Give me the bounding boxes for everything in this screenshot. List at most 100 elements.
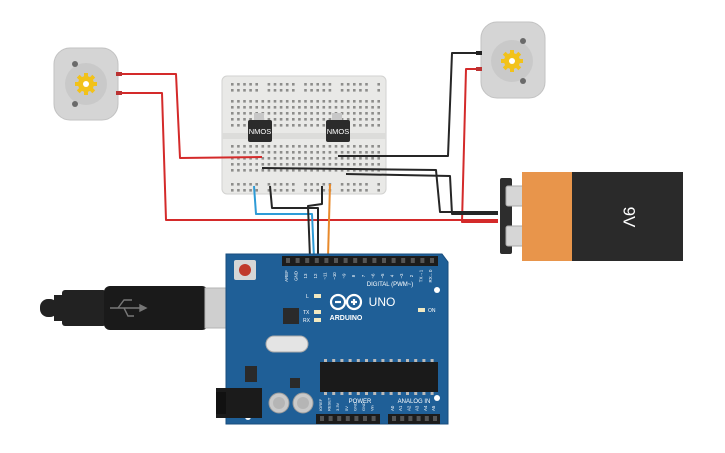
header-pin[interactable]: [295, 258, 300, 263]
breadboard-hole[interactable]: [231, 112, 234, 115]
breadboard-hole[interactable]: [279, 189, 283, 192]
breadboard-hole[interactable]: [249, 106, 252, 109]
breadboard-hole[interactable]: [298, 157, 301, 160]
breadboard-hole[interactable]: [377, 163, 380, 166]
battery-9v[interactable]: 9V: [500, 172, 683, 261]
breadboard-hole[interactable]: [328, 145, 332, 148]
breadboard-hole[interactable]: [316, 89, 319, 92]
breadboard-hole[interactable]: [298, 169, 301, 172]
breadboard-hole[interactable]: [322, 89, 326, 92]
breadboard-hole[interactable]: [340, 83, 344, 86]
breadboard-hole[interactable]: [243, 118, 246, 121]
breadboard-hole[interactable]: [255, 163, 258, 166]
breadboard-hole[interactable]: [285, 89, 289, 92]
header-pin[interactable]: [372, 258, 377, 263]
breadboard-hole[interactable]: [231, 118, 234, 121]
breadboard-hole[interactable]: [316, 169, 319, 172]
breadboard-hole[interactable]: [285, 124, 289, 127]
breadboard-hole[interactable]: [377, 118, 380, 121]
breadboard-hole[interactable]: [237, 163, 240, 166]
breadboard-hole[interactable]: [346, 183, 350, 186]
breadboard-hole[interactable]: [377, 183, 380, 186]
breadboard-hole[interactable]: [346, 157, 350, 160]
wire-black[interactable]: [269, 185, 319, 258]
breadboard-hole[interactable]: [328, 163, 332, 166]
breadboard-hole[interactable]: [292, 183, 295, 186]
breadboard-hole[interactable]: [346, 163, 350, 166]
breadboard-hole[interactable]: [353, 183, 356, 186]
breadboard-hole[interactable]: [243, 145, 246, 148]
breadboard-hole[interactable]: [322, 163, 326, 166]
breadboard-hole[interactable]: [267, 183, 271, 186]
breadboard-hole[interactable]: [304, 83, 307, 86]
breadboard-hole[interactable]: [292, 145, 295, 148]
breadboard-hole[interactable]: [249, 83, 252, 86]
breadboard-hole[interactable]: [267, 145, 271, 148]
breadboard-hole[interactable]: [267, 112, 271, 115]
breadboard-hole[interactable]: [334, 169, 338, 172]
breadboard-hole[interactable]: [298, 118, 301, 121]
breadboard-hole[interactable]: [310, 157, 313, 160]
breadboard-hole[interactable]: [365, 183, 368, 186]
breadboard-hole[interactable]: [304, 145, 307, 148]
breadboard-hole[interactable]: [267, 100, 271, 103]
breadboard-hole[interactable]: [237, 106, 240, 109]
breadboard-hole[interactable]: [249, 189, 252, 192]
header-pin[interactable]: [371, 416, 376, 421]
breadboard-hole[interactable]: [322, 151, 326, 154]
breadboard-hole[interactable]: [346, 106, 350, 109]
breadboard-hole[interactable]: [231, 163, 234, 166]
breadboard-hole[interactable]: [340, 163, 344, 166]
reset-button[interactable]: [234, 260, 256, 280]
breadboard-hole[interactable]: [346, 151, 350, 154]
breadboard-hole[interactable]: [340, 89, 344, 92]
breadboard-hole[interactable]: [231, 169, 234, 172]
breadboard-hole[interactable]: [292, 118, 295, 121]
header-pin[interactable]: [354, 416, 359, 421]
breadboard-hole[interactable]: [243, 183, 246, 186]
header-pin[interactable]: [363, 416, 367, 421]
breadboard-hole[interactable]: [328, 169, 332, 172]
breadboard-hole[interactable]: [304, 189, 307, 192]
breadboard-hole[interactable]: [365, 157, 368, 160]
header-pin[interactable]: [400, 416, 405, 421]
breadboard-hole[interactable]: [261, 106, 265, 109]
breadboard-hole[interactable]: [285, 151, 289, 154]
breadboard-hole[interactable]: [353, 145, 356, 148]
header-pin[interactable]: [433, 416, 437, 421]
header-pin[interactable]: [430, 258, 434, 263]
breadboard-hole[interactable]: [365, 112, 368, 115]
breadboard-hole[interactable]: [237, 157, 240, 160]
breadboard-hole[interactable]: [377, 106, 380, 109]
breadboard-hole[interactable]: [285, 83, 289, 86]
breadboard-hole[interactable]: [249, 145, 252, 148]
breadboard-hole[interactable]: [292, 163, 295, 166]
breadboard-hole[interactable]: [340, 100, 344, 103]
breadboard-hole[interactable]: [328, 83, 332, 86]
breadboard-hole[interactable]: [255, 89, 258, 92]
breadboard-hole[interactable]: [267, 151, 271, 154]
header-pin[interactable]: [324, 258, 329, 263]
breadboard-hole[interactable]: [310, 83, 313, 86]
breadboard-hole[interactable]: [279, 157, 283, 160]
breadboard-hole[interactable]: [285, 112, 289, 115]
breadboard-hole[interactable]: [322, 145, 326, 148]
breadboard-hole[interactable]: [279, 124, 283, 127]
breadboard-hole[interactable]: [292, 106, 295, 109]
breadboard-hole[interactable]: [322, 124, 326, 127]
breadboard-hole[interactable]: [346, 112, 350, 115]
breadboard-hole[interactable]: [359, 189, 362, 192]
breadboard-hole[interactable]: [279, 112, 283, 115]
breadboard-hole[interactable]: [292, 169, 295, 172]
breadboard-hole[interactable]: [285, 183, 289, 186]
breadboard-hole[interactable]: [285, 163, 289, 166]
breadboard-hole[interactable]: [249, 183, 252, 186]
breadboard-hole[interactable]: [304, 106, 307, 109]
breadboard-hole[interactable]: [322, 169, 326, 172]
breadboard-hole[interactable]: [371, 112, 374, 115]
breadboard-hole[interactable]: [292, 83, 295, 86]
breadboard-hole[interactable]: [359, 89, 362, 92]
header-pin[interactable]: [410, 258, 415, 263]
breadboard-hole[interactable]: [249, 169, 252, 172]
breadboard-hole[interactable]: [316, 106, 319, 109]
